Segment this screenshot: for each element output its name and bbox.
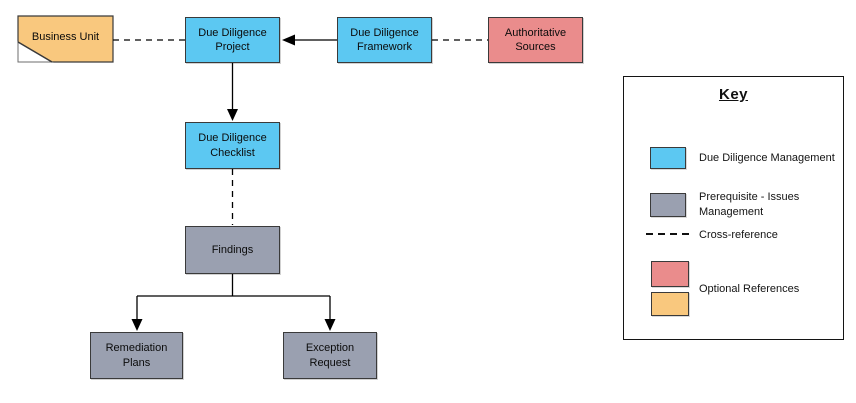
node-label: Due Diligence Project — [198, 26, 267, 53]
arrowhead-down-exception — [324, 319, 336, 331]
node-label: Findings — [211, 243, 254, 256]
dashed-line-icon — [646, 233, 690, 235]
node-label: Due Diligence Checklist — [198, 132, 267, 159]
node-due-diligence-framework: Due Diligence Framework — [337, 17, 432, 63]
node-exception-request: Exception Request — [283, 332, 377, 379]
node-label: Exception Request — [305, 342, 355, 369]
node-due-diligence-checklist: Due Diligence Checklist — [185, 122, 280, 169]
key-label-issues: Prerequisite - Issues Management — [699, 191, 800, 218]
node-findings: Findings — [185, 226, 280, 274]
node-label: Business Unit — [31, 30, 100, 43]
due-diligence-swatch-icon — [650, 147, 686, 169]
key-label-due-diligence: Due Diligence Management — [699, 152, 835, 164]
node-label: Remediation Plans — [105, 342, 168, 369]
node-label: Due Diligence Framework — [350, 26, 419, 53]
edge-findings-branch — [136, 274, 331, 320]
orange-swatch-icon — [651, 292, 689, 316]
node-label: Authoritative Sources — [504, 26, 567, 53]
arrowhead-down-remediation — [131, 319, 143, 331]
key-label-cross-reference: Cross-reference — [699, 229, 778, 241]
business-unit-shape — [17, 15, 114, 63]
key-label-optional-references: Optional References — [699, 283, 800, 295]
node-authoritative-sources: Authoritative Sources — [488, 17, 583, 63]
arrowhead-down-checklist — [227, 109, 238, 121]
node-due-diligence-project: Due Diligence Project — [185, 17, 280, 63]
red-swatch-icon — [651, 261, 689, 287]
node-business-unit: Business Unit — [18, 16, 113, 58]
arrowhead-left — [282, 34, 295, 46]
key-title: Key — [718, 86, 749, 103]
node-remediation-plans: Remediation Plans — [90, 332, 183, 379]
issues-swatch-icon — [650, 193, 686, 217]
key-panel: Key Due Diligence Management Prerequisit… — [623, 76, 844, 340]
